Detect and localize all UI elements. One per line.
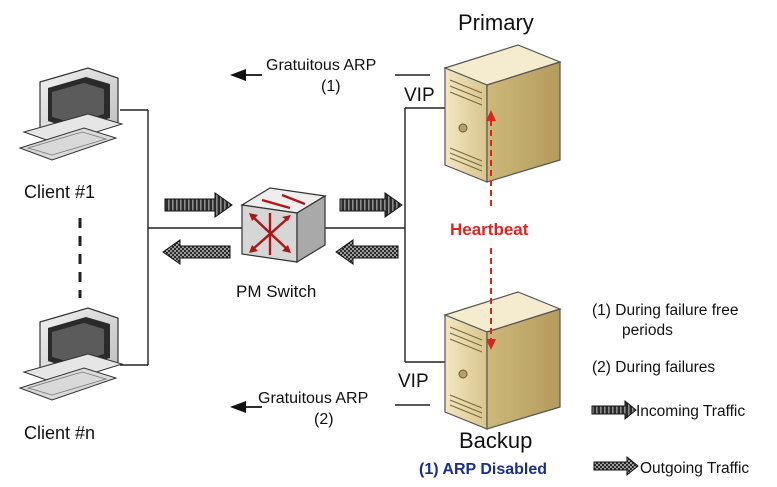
heartbeat-label: Heartbeat xyxy=(450,220,529,239)
legend-item1-line1: (1) During failure free xyxy=(592,302,739,319)
clientn-label: Client #n xyxy=(24,423,96,443)
legend-outgoing-swatch xyxy=(593,455,639,477)
incoming-traffic-arrow-right xyxy=(339,192,403,218)
backup-label: Backup xyxy=(459,428,533,453)
arp-disabled-label: (1) ARP Disabled xyxy=(419,461,548,478)
client1-label: Client #1 xyxy=(24,182,96,202)
arp-top-index: (1) xyxy=(321,78,341,95)
legend-outgoing-label: Outgoing Traffic xyxy=(640,460,750,477)
arp-top-label: Gratuitous ARP xyxy=(266,57,377,74)
client1-computer-icon xyxy=(18,67,124,161)
arp-arrow-bottom xyxy=(230,401,262,413)
incoming-traffic-arrow-left xyxy=(164,192,233,218)
switch-label: PM Switch xyxy=(236,282,317,301)
legend-incoming-label: Incoming Traffic xyxy=(636,403,746,420)
legend-incoming-swatch xyxy=(591,399,637,421)
backup-server-icon xyxy=(443,291,562,430)
primary-server-icon xyxy=(443,44,562,183)
connection-lines xyxy=(120,74,445,406)
arp-bottom-index: (2) xyxy=(314,411,334,428)
arp-arrow-top xyxy=(230,69,262,81)
outgoing-traffic-arrow-right xyxy=(335,239,399,265)
heartbeat-link xyxy=(486,110,496,350)
switch-icon xyxy=(240,187,327,264)
primary-label: Primary xyxy=(458,10,534,35)
clientn-computer-icon xyxy=(18,307,124,401)
arp-bottom-label: Gratuitous ARP xyxy=(258,390,369,407)
legend-item2: (2) During failures xyxy=(592,359,716,376)
legend-item1-line2: periods xyxy=(622,322,673,339)
vip-backup-label: VIP xyxy=(398,371,429,392)
vip-primary-label: VIP xyxy=(404,85,435,106)
outgoing-traffic-arrow-left xyxy=(162,239,231,265)
